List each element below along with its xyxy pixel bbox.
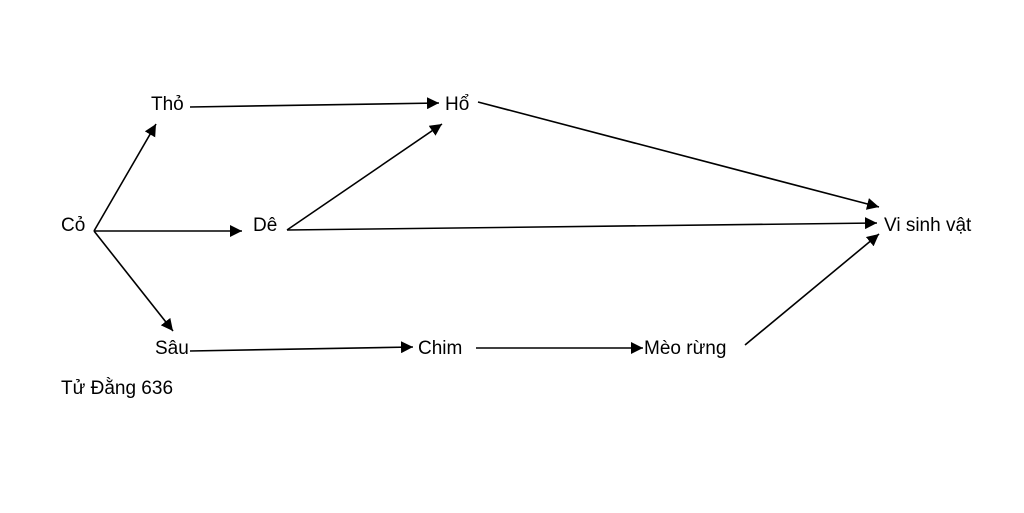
node-vi-sinh-vat: Vi sinh vật <box>884 215 972 236</box>
node-meo-rung: Mèo rừng <box>644 338 727 359</box>
node-sau: Sâu <box>155 338 189 359</box>
node-chim: Chim <box>418 338 463 359</box>
arrow-co-to-sau <box>93 230 174 332</box>
node-de: Dê <box>253 215 278 236</box>
arrow-sau-to-chim <box>189 341 414 354</box>
arrow-de-to-ho <box>286 123 443 231</box>
arrow-tho-to-ho <box>189 97 440 110</box>
arrow-meo-rung-to-vi-sinh-vat <box>744 233 880 346</box>
arrow-ho-to-vi-sinh-vat <box>477 101 880 210</box>
node-tho: Thỏ <box>151 94 184 115</box>
node-ho: Hổ <box>445 94 470 115</box>
author-caption: Tử Đằng 636 <box>61 378 174 399</box>
arrow-co-to-tho <box>93 123 157 232</box>
node-co: Cỏ <box>61 215 86 236</box>
arrow-de-to-vi-sinh-vat <box>286 217 878 231</box>
